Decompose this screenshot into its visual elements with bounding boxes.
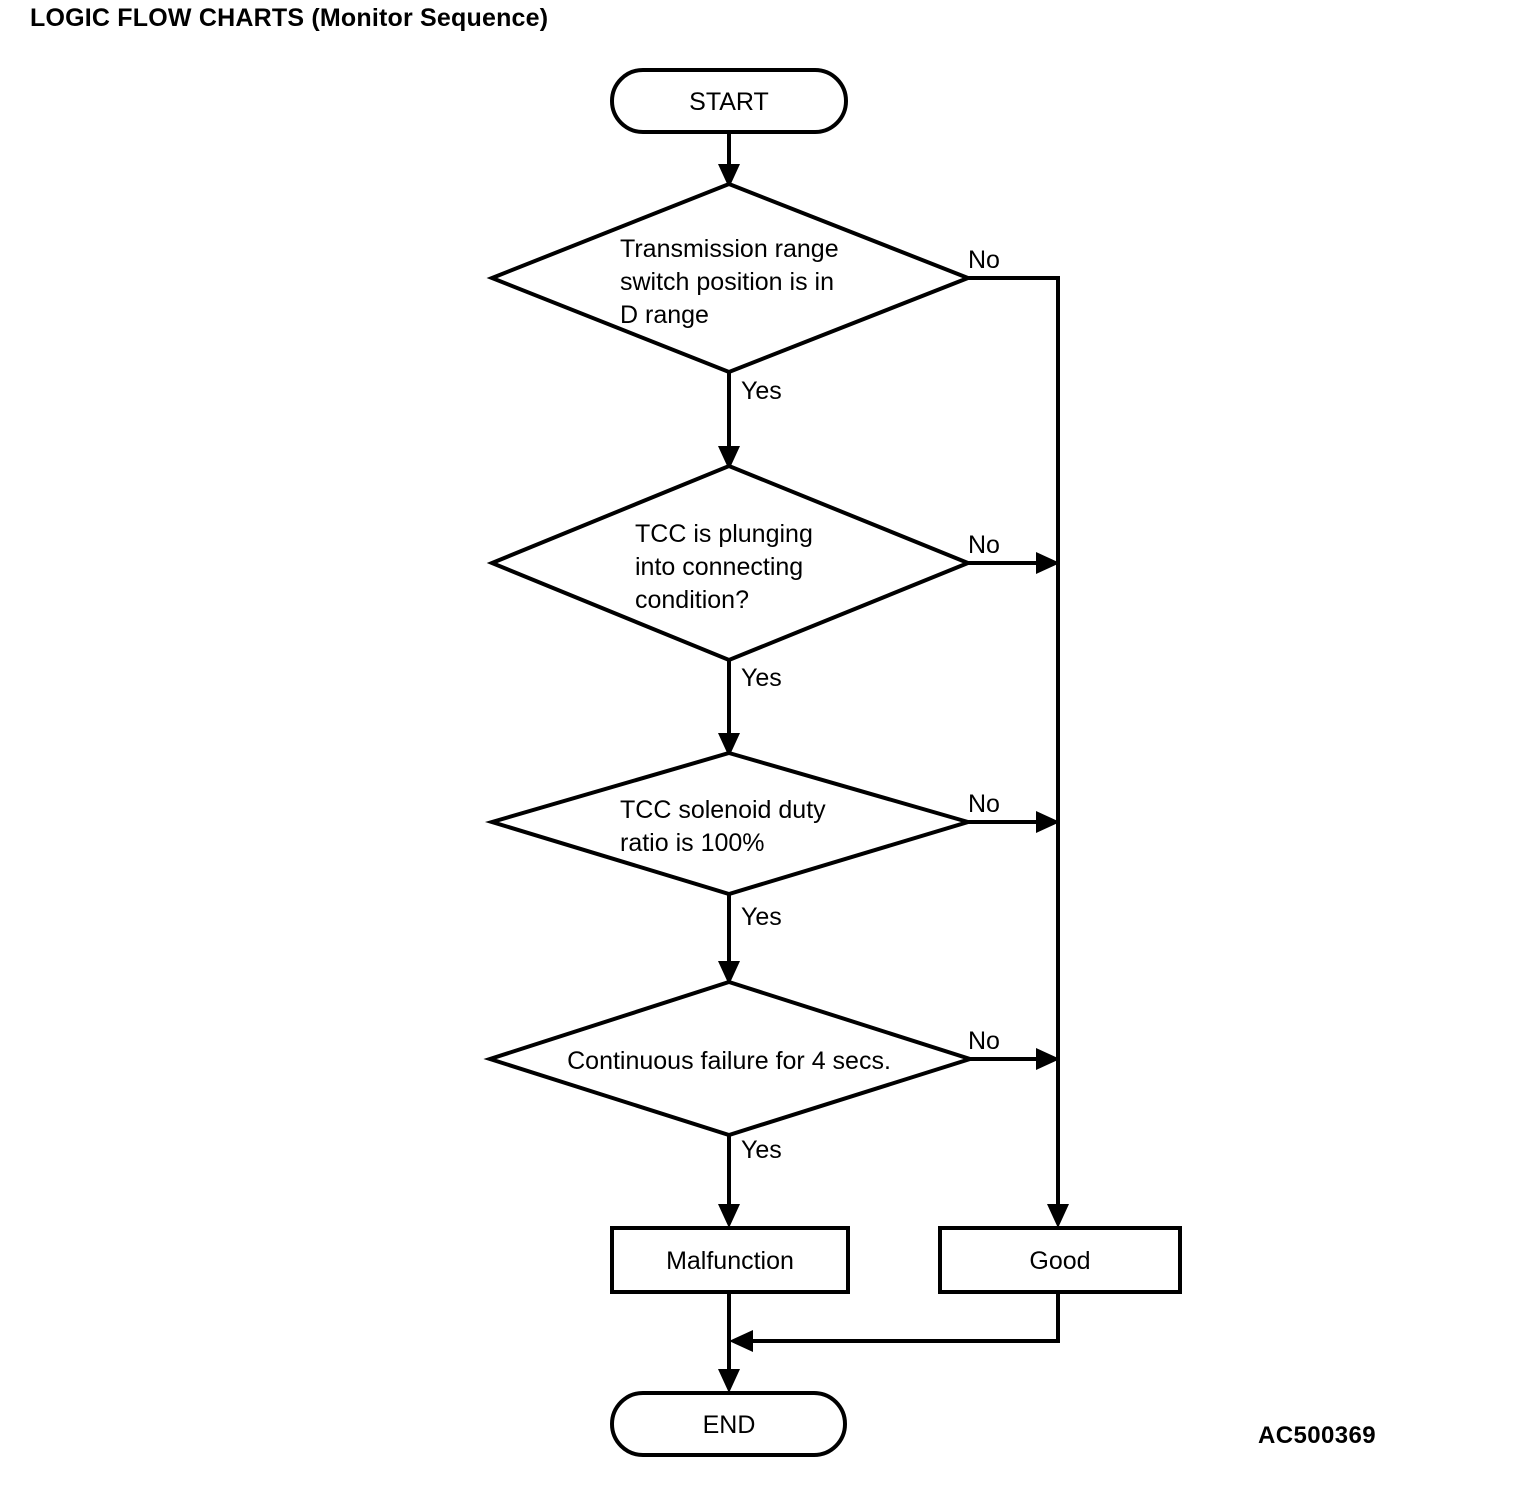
edge-decision3-no: No (968, 790, 1060, 833)
decision2-label-line3: condition? (635, 586, 749, 614)
edge-start-to-decision1 (718, 132, 740, 188)
end-terminator-shape (610, 1391, 847, 1457)
arrow-head-icon (729, 1330, 753, 1352)
branch-label-no-4: No (968, 1027, 1000, 1055)
arrow-head-icon (718, 446, 740, 470)
end-label: END (703, 1411, 756, 1439)
branch-label-no-2: No (968, 531, 1000, 559)
branch-label-yes-4: Yes (741, 1136, 782, 1164)
arrow-head-icon (718, 1204, 740, 1228)
reference-code: AC500369 (1258, 1422, 1376, 1449)
edge-decision2-no: No (968, 531, 1060, 574)
arrow-head-icon (1036, 1048, 1060, 1070)
edge-decision4-yes: Yes (718, 1135, 782, 1228)
branch-label-yes-2: Yes (741, 664, 782, 692)
page-title: LOGIC FLOW CHARTS (Monitor Sequence) (30, 4, 549, 32)
decision3-label-line2: ratio is 100% (620, 829, 765, 857)
node-decision4: Continuous failure for 4 secs. (483, 979, 977, 1138)
arrow-head-icon (1036, 811, 1060, 833)
decision2-label-line2: into connecting (635, 553, 803, 581)
arrow-head-icon (718, 164, 740, 188)
decision1-label-line2: switch position is in (620, 268, 834, 296)
arrow-head-icon (718, 1369, 740, 1393)
branch-label-no-3: No (968, 790, 1000, 818)
edge-malfunction-to-end (718, 1292, 740, 1393)
node-decision2: TCC is plunging into connecting conditio… (486, 463, 974, 663)
branch-label-no-1: No (968, 246, 1000, 274)
decision3-label-line1: TCC solenoid duty (620, 796, 826, 824)
edge-decision3-yes: Yes (718, 894, 782, 985)
arrow-head-icon (1036, 552, 1060, 574)
node-start: START (610, 68, 848, 134)
branch-label-yes-3: Yes (741, 903, 782, 931)
node-end: END (610, 1391, 847, 1457)
node-good: Good (938, 1226, 1182, 1294)
malfunction-box-shape (610, 1226, 850, 1294)
decision2-label-line1: TCC is plunging (635, 520, 813, 548)
edge-line (968, 276, 1060, 560)
decision1-label-line3: D range (620, 301, 709, 329)
node-malfunction: Malfunction (610, 1226, 850, 1294)
edge-decision4-no: No (968, 1027, 1060, 1070)
arrow-head-icon (718, 961, 740, 985)
edge-line (748, 1292, 1060, 1343)
start-label: START (689, 88, 769, 116)
good-label: Good (1029, 1247, 1090, 1275)
edge-decision1-yes: Yes (718, 372, 782, 470)
node-decision3: TCC solenoid duty ratio is 100% (484, 750, 976, 897)
decision1-label-line1: Transmission range (620, 235, 839, 263)
arrow-head-icon (718, 733, 740, 757)
edge-decision2-yes: Yes (718, 660, 782, 757)
node-decision1: Transmission range switch position is in… (486, 181, 974, 375)
good-box-shape (938, 1226, 1182, 1294)
branch-label-yes-1: Yes (741, 377, 782, 405)
edge-good-to-end-join (729, 1292, 1060, 1352)
edge-no-trunk-to-good (1047, 278, 1069, 1228)
malfunction-label: Malfunction (666, 1247, 794, 1275)
arrow-head-icon (1047, 1204, 1069, 1228)
decision4-label-line1: Continuous failure for 4 secs. (567, 1047, 891, 1075)
edge-decision1-no: No (968, 246, 1060, 560)
